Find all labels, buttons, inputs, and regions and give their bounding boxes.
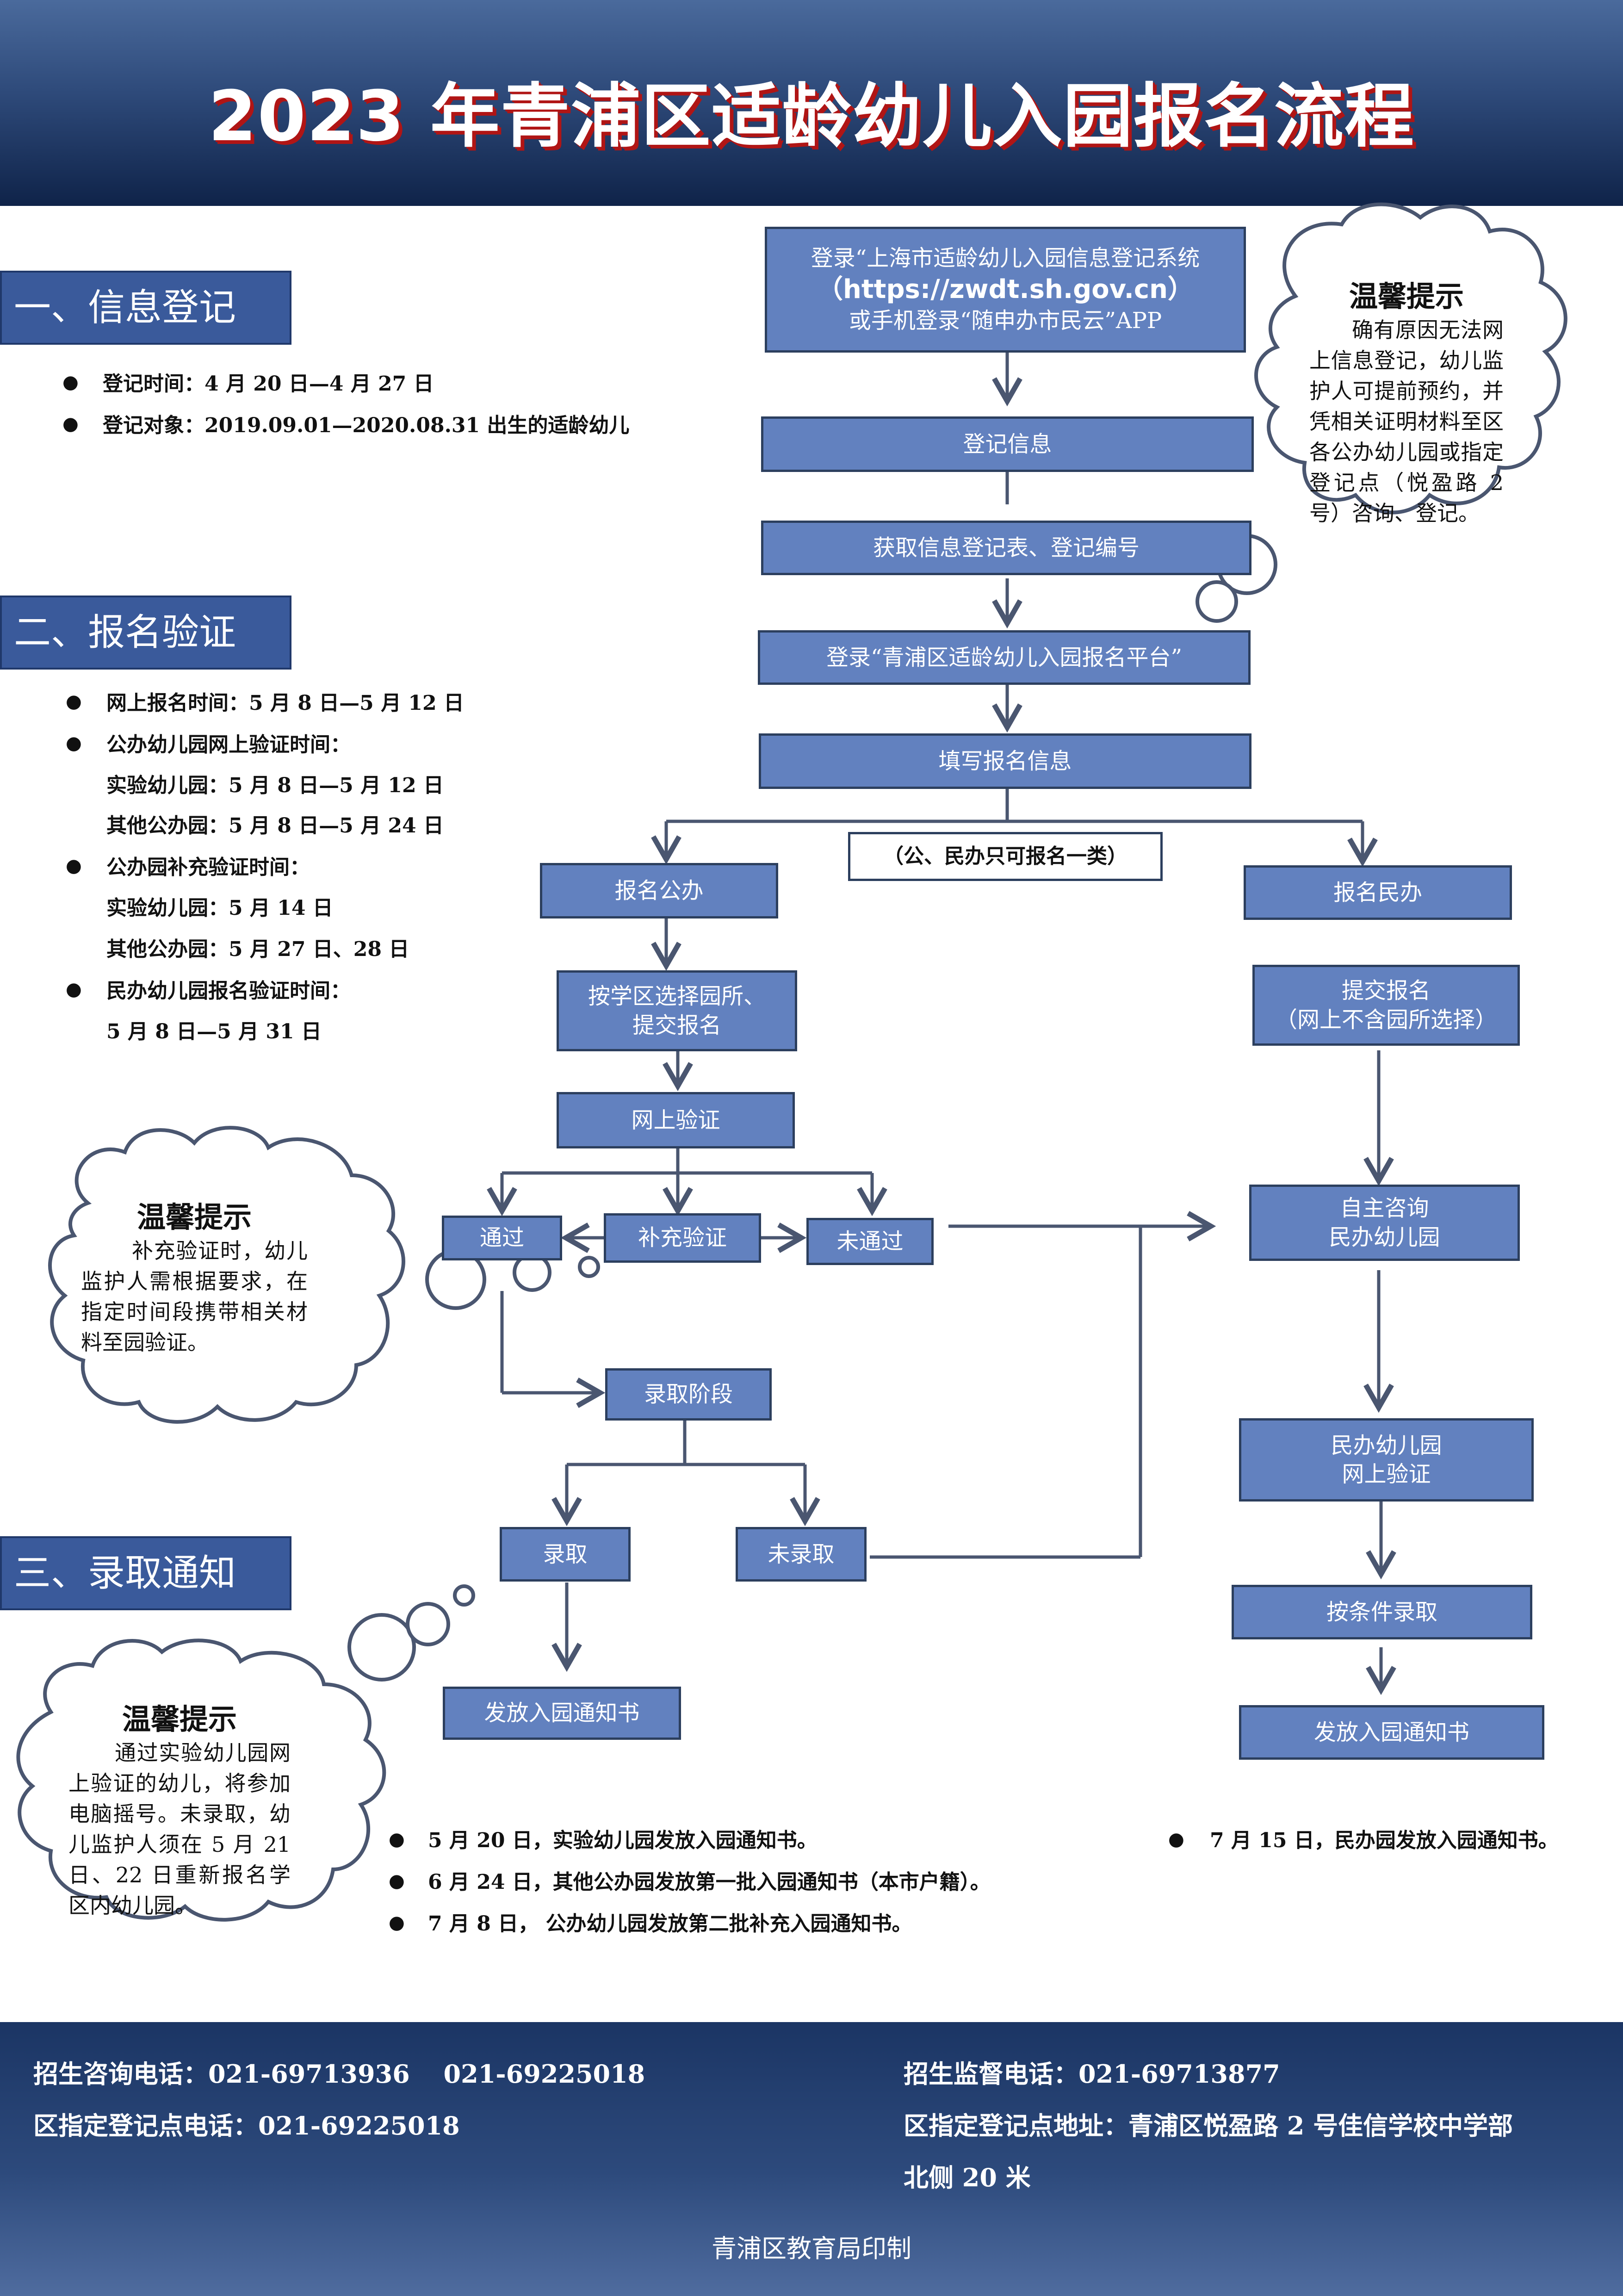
tip-cloud-2	[48, 1126, 600, 1424]
public-verify-exp: 实验幼儿园：5 月 8 日—5 月 12 日	[106, 774, 444, 797]
login-platform-box: 登录“青浦区适龄幼儿入园报名平台”	[758, 630, 1251, 685]
conditional-admit-box: 按条件录取	[1232, 1585, 1532, 1639]
section-registration: 一、信息登记	[0, 271, 291, 345]
private-verify-box: 民办幼儿园 网上验证	[1239, 1418, 1534, 1502]
tip-cloud-1	[1196, 202, 1567, 623]
public-apply-box: 报名公办	[540, 863, 778, 918]
submit-private-line-2: （网上不含园所选择）	[1275, 1006, 1497, 1033]
login-line-1: 登录“上海市适龄幼儿入园信息登记系统	[811, 245, 1200, 272]
notice-private-box: 发放入园通知书	[1239, 1705, 1544, 1760]
bullet-icon: ●	[389, 1870, 405, 1892]
private-apply-box: 报名民办	[1244, 865, 1512, 920]
not-admitted-box: 未录取	[736, 1527, 867, 1582]
printer-credit: 青浦区教育局印制	[712, 2234, 911, 2263]
notice-1: 5 月 20 日，实验幼儿园发放入园通知书。	[428, 1829, 818, 1852]
bullet-icon: ●	[389, 1829, 405, 1850]
fill-info-box: 填写报名信息	[759, 733, 1251, 789]
passed-box: 通过	[442, 1216, 562, 1260]
choose-school-line-2: 提交报名	[632, 1012, 721, 1038]
registration-target: 登记对象：2019.09.01—2020.08.31 出生的适龄幼儿	[103, 414, 630, 437]
page-title: 2023 年青浦区适龄幼儿入园报名流程	[208, 76, 1415, 157]
bullet-icon: ●	[62, 372, 79, 393]
get-form-box: 获取信息登记表、登记编号	[761, 521, 1251, 575]
registration-address-cont: 北侧 20 米	[904, 2163, 1031, 2192]
register-info-box: 登记信息	[761, 416, 1254, 472]
registration-address: 区指定登记点地址：青浦区悦盈路 2 号佳信学校中学部	[904, 2111, 1513, 2141]
choose-school-box: 按学区选择园所、 提交报名	[557, 970, 797, 1051]
public-verify-title: 公办幼儿园网上验证时间：	[106, 733, 351, 757]
online-registration-time: 网上报名时间：5 月 8 日—5 月 12 日	[106, 691, 464, 715]
private-verify-line-1: 民办幼儿园	[1331, 1432, 1442, 1458]
public-verify-other: 其他公办园：5 月 8 日—5 月 24 日	[106, 814, 444, 838]
private-verify-title: 民办幼儿园报名验证时间：	[106, 979, 351, 1003]
tip-text-2: 补充验证时，幼儿监护人需根据要求，在指定时间段携带相关材料至园验证。	[81, 1238, 308, 1355]
bullet-icon: ●	[66, 732, 82, 754]
footer-banner	[0, 2022, 1623, 2296]
supp-verify-other: 其他公办园：5 月 27 日、28 日	[106, 937, 409, 961]
registration-time: 登记时间：4 月 20 日—4 月 27 日	[103, 372, 434, 396]
not-passed-box: 未通过	[806, 1218, 934, 1265]
tip-title: 温馨提示	[136, 1200, 252, 1234]
one-type-note: （公、民办只可报名一类）	[848, 832, 1163, 881]
online-verify-box: 网上验证	[557, 1092, 795, 1148]
section-admission: 三、录取通知	[0, 1536, 291, 1610]
tip-text-1: 确有原因无法网上信息登记，幼儿监护人可提前预约，并凭相关证明材料至区各公办幼儿园…	[1309, 317, 1504, 526]
bullet-icon: ●	[66, 979, 82, 1000]
consult-private-box: 自主咨询 民办幼儿园	[1249, 1185, 1520, 1261]
admission-stage-box: 录取阶段	[605, 1368, 772, 1421]
submit-private-box: 提交报名 （网上不含园所选择）	[1252, 965, 1520, 1046]
consult-line-2: 民办幼儿园	[1329, 1224, 1440, 1250]
section-verification: 二、报名验证	[0, 596, 291, 670]
tip-text-3: 通过实验幼儿园网上验证的幼儿，将参加电脑摇号。未录取，幼儿监护人须在 5 月 2…	[68, 1740, 291, 1918]
tip-title: 温馨提示	[1349, 279, 1464, 313]
bullet-icon: ●	[1168, 1829, 1184, 1850]
login-system-box: 登录“上海市适龄幼儿入园信息登记系统 （https://zwdt.sh.gov.…	[765, 227, 1246, 353]
header-banner	[0, 0, 1623, 206]
consult-phone: 招生咨询电话：021-69713936 021-69225018	[33, 2059, 645, 2089]
notice-3: 7 月 8 日， 公办幼儿园发放第二批补充入园通知书。	[428, 1912, 912, 1936]
admitted-box: 录取	[500, 1527, 631, 1582]
supervise-phone: 招生监督电话：021-69713877	[904, 2059, 1280, 2089]
choose-school-line-1: 按学区选择园所、	[588, 983, 766, 1010]
consult-line-1: 自主咨询	[1340, 1195, 1429, 1222]
tip-box-3: 温馨提示 通过实验幼儿园网上验证的幼儿，将参加电脑摇号。未录取，幼儿监护人须在 …	[68, 1696, 291, 1921]
supp-verify-exp: 实验幼儿园：5 月 14 日	[106, 896, 333, 920]
login-line-3: 或手机登录“随申办市民云”APP	[849, 308, 1162, 334]
tip-box-1: 温馨提示 确有原因无法网上信息登记，幼儿监护人可提前预约，并凭相关证明材料至区各…	[1309, 273, 1504, 528]
bullet-icon: ●	[389, 1912, 405, 1933]
submit-private-line-1: 提交报名	[1341, 978, 1431, 1004]
tip-title: 温馨提示	[122, 1702, 237, 1736]
registration-phone: 区指定登记点电话：021-69225018	[33, 2111, 460, 2141]
private-verify-time: 5 月 8 日—5 月 31 日	[106, 1020, 322, 1043]
bullet-icon: ●	[66, 855, 82, 876]
bullet-icon: ●	[66, 691, 82, 712]
private-verify-line-2: 网上验证	[1342, 1461, 1431, 1487]
supp-verify-title: 公办园补充验证时间：	[106, 856, 310, 879]
tip-cloud-3	[16, 1584, 475, 1922]
tip-box-2: 温馨提示 补充验证时，幼儿监护人需根据要求，在指定时间段携带相关材料至园验证。	[81, 1194, 308, 1358]
notice-4: 7 月 15 日，民办园发放入园通知书。	[1210, 1829, 1559, 1852]
supplement-verify-box: 补充验证	[604, 1213, 761, 1263]
notice-public-box: 发放入园通知书	[443, 1687, 681, 1740]
notice-2: 6 月 24 日，其他公办园发放第一批入园通知书（本市户籍）。	[428, 1870, 991, 1894]
login-url: （https://zwdt.sh.gov.cn）	[817, 274, 1194, 304]
bullet-icon: ●	[62, 413, 79, 434]
